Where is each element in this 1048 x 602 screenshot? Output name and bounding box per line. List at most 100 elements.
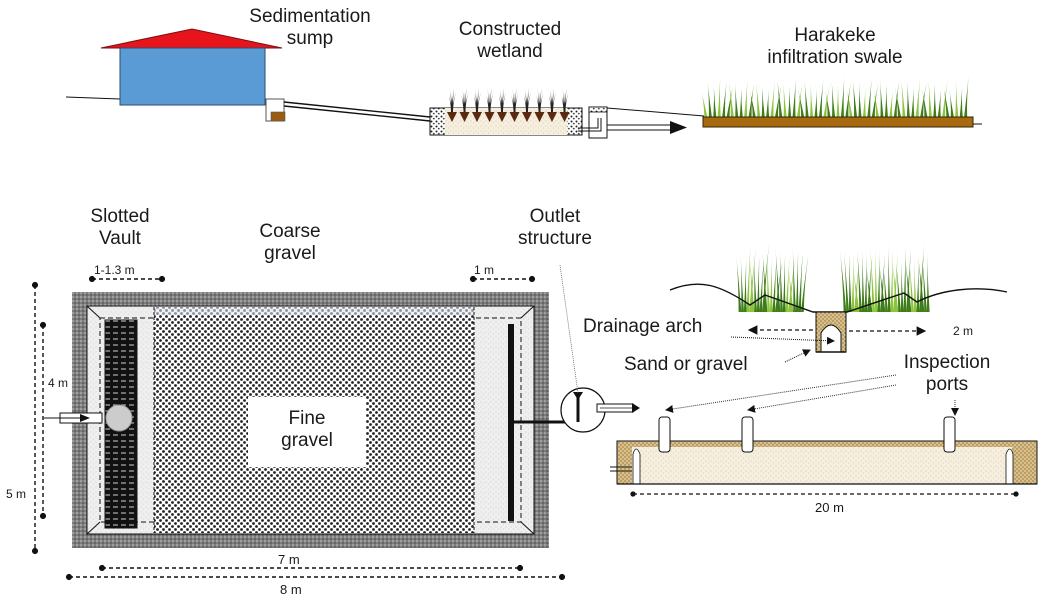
grass-blade: [756, 256, 760, 312]
grass-blade: [766, 90, 770, 118]
wetland-root: [497, 112, 507, 122]
wetland-root: [459, 112, 470, 122]
grass-blade: [775, 243, 781, 312]
house-body: [119, 47, 266, 106]
ground-profile: [669, 283, 1008, 313]
grass-blade: [749, 89, 756, 118]
ground-line-2: [606, 107, 705, 117]
grass-blade: [734, 83, 739, 118]
drainage-arch-icon: [815, 311, 847, 353]
grass-blade: [701, 90, 708, 118]
grass-blade: [856, 243, 862, 312]
label-line: Vault: [99, 228, 141, 249]
grass-blade: [798, 251, 803, 312]
grass-blade: [922, 88, 928, 118]
wetland-root: [522, 112, 532, 122]
grass-blade: [921, 250, 927, 312]
outlet-leader-line: [559, 264, 579, 394]
dim-vault-width-label: 1-1.3 m: [94, 263, 135, 277]
grass-blade: [854, 258, 860, 312]
ground-line: [65, 96, 121, 100]
label-line: gravel: [281, 430, 333, 451]
grass-blade: [810, 84, 814, 118]
harakeke-swale-icon: [701, 77, 982, 128]
grass-blade: [476, 92, 481, 112]
grass-blade: [839, 243, 847, 312]
grass-blade: [513, 88, 517, 112]
grass-blade: [788, 262, 794, 312]
coarse-gravel-label: Coarse gravel: [235, 221, 345, 265]
sand-or-gravel-label: Sand or gravel: [624, 354, 748, 375]
wetland-plants: [447, 88, 570, 122]
grass-blade: [513, 92, 519, 112]
label-line: Inspection: [903, 352, 991, 373]
grass-blade: [551, 92, 556, 112]
grass-blade: [917, 247, 925, 312]
constructed-wetland-icon: [429, 88, 583, 136]
plan-view: [31, 264, 640, 581]
grass-blade: [884, 85, 888, 118]
grass-blade: [861, 247, 865, 312]
outlet-structure-icon: [560, 387, 640, 433]
grass-blade: [877, 248, 881, 312]
grass-blade: [852, 262, 860, 312]
flow-arrow-icon: [607, 121, 687, 134]
grass-blade: [840, 77, 845, 118]
grass-blade: [874, 244, 878, 312]
grass-blade: [770, 81, 775, 118]
label-line: Harakeke: [794, 25, 876, 46]
grass-blade: [774, 86, 782, 118]
grass-blade: [526, 88, 529, 112]
grass-blade: [753, 252, 757, 312]
grass-blade: [776, 77, 783, 118]
wetland-root: [484, 112, 495, 122]
label-line: structure: [518, 228, 592, 249]
grass-blade: [865, 259, 873, 312]
swale-soil: [702, 116, 974, 128]
dim-outlet-width-label: 1 m: [474, 263, 495, 277]
grass-blade: [843, 246, 849, 312]
grass-blade: [746, 241, 751, 312]
grass-blade: [823, 85, 830, 118]
grass-blade: [713, 86, 717, 118]
grass-blade: [749, 249, 755, 312]
grass-blade: [831, 81, 836, 118]
grass-blade: [895, 256, 901, 312]
label-line: Outlet: [529, 206, 581, 227]
grass-blade: [792, 243, 796, 312]
wetland-root: [547, 112, 557, 122]
grass-blade: [920, 83, 927, 118]
sand-leader: [784, 349, 811, 363]
grass-blade: [563, 92, 569, 112]
grass-blade: [890, 245, 894, 312]
top-flow-section: [65, 28, 982, 139]
dim-outer-height-label: 5 m: [6, 487, 27, 501]
grass-blade: [501, 92, 506, 112]
grass-blade: [782, 250, 786, 312]
grass-blade: [915, 78, 921, 118]
grass-blade: [766, 249, 770, 312]
fine-gravel-label: Fine gravel: [248, 408, 366, 452]
wetland-root: [509, 112, 520, 122]
grass-blade: [955, 81, 959, 118]
grass-blade: [769, 253, 773, 312]
grass-blade: [916, 261, 920, 312]
grass-blade: [845, 82, 851, 118]
grass-blade: [707, 81, 712, 118]
dim-arch-spacing-label: 2 m: [953, 324, 974, 338]
grass-blade: [846, 87, 853, 118]
grass-blade: [538, 88, 542, 112]
grass-blade: [538, 92, 544, 112]
label-line: infiltration swale: [767, 47, 903, 68]
grass-blade: [919, 243, 925, 312]
label-line: Fine: [288, 408, 326, 429]
label-line: Constructed: [458, 19, 562, 40]
grass-blade: [903, 242, 907, 312]
grass-blade: [825, 90, 831, 118]
grass-blade: [864, 251, 868, 312]
grass-blade: [926, 254, 930, 312]
wetland-root: [534, 112, 545, 122]
dimension-lines: [31, 275, 566, 581]
inspection-port: [741, 416, 754, 453]
